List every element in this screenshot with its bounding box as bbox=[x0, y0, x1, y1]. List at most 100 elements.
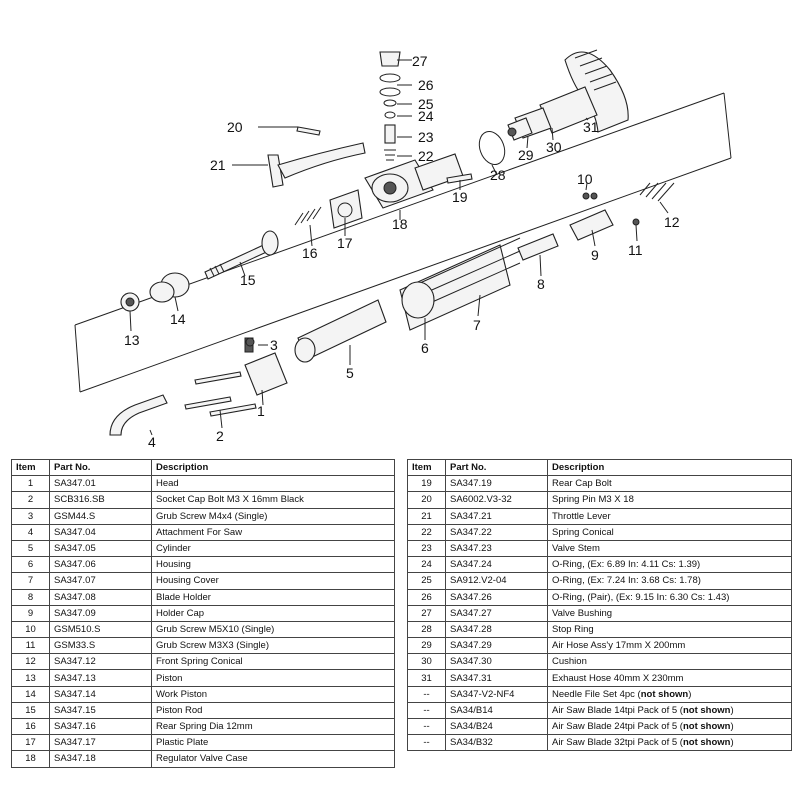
part-no-cell: SA912.V2-04 bbox=[445, 572, 548, 590]
spring-pin-part bbox=[296, 126, 321, 136]
description-cell: Rear Cap Bolt bbox=[547, 475, 792, 493]
description-cell: Valve Bushing bbox=[547, 604, 792, 622]
cylinder-part bbox=[294, 299, 387, 363]
rear-cap-bolt-part bbox=[446, 173, 473, 184]
item-cell: 3 bbox=[11, 507, 50, 525]
description-end: ) bbox=[688, 688, 692, 700]
item-cell: 18 bbox=[11, 750, 50, 768]
part-no-cell: GSM44.S bbox=[49, 507, 152, 525]
stop-ring-part bbox=[478, 131, 506, 165]
callout-8: 8 bbox=[537, 276, 545, 292]
description-cell: O-Ring, (Ex: 7.24 In: 3.68 Cs: 1.78) bbox=[547, 572, 792, 590]
grub-screw-m3-part bbox=[632, 218, 640, 226]
description-cell: Spring Pin M3 X 18 bbox=[547, 491, 792, 509]
exploded-view-diagram: 1 2 3 4 5 6 7 8 9 10 11 12 13 14 15 16 1… bbox=[74, 49, 732, 450]
part-no-cell: SA347.31 bbox=[445, 669, 548, 687]
item-cell: 17 bbox=[11, 734, 50, 752]
valve-stack-parts bbox=[379, 51, 401, 161]
header-part-no: Part No. bbox=[445, 458, 548, 477]
description-cell: Attachment For Saw bbox=[151, 523, 395, 541]
callout-3: 3 bbox=[270, 337, 278, 353]
item-cell: 6 bbox=[11, 556, 50, 574]
part-no-cell: SA347.13 bbox=[49, 669, 152, 687]
header-description: Description bbox=[547, 458, 792, 477]
part-no-cell: GSM510.S bbox=[49, 620, 152, 639]
callout-23: 23 bbox=[418, 129, 434, 145]
item-cell: 26 bbox=[407, 588, 446, 606]
socket-cap-bolt-part bbox=[184, 371, 257, 417]
not-shown-note: not shown bbox=[682, 704, 731, 716]
callout-12: 12 bbox=[664, 214, 680, 230]
callout-15: 15 bbox=[240, 272, 256, 288]
part-no-cell: SA347.08 bbox=[49, 588, 152, 606]
part-no-cell: SA347.23 bbox=[445, 539, 548, 558]
description-cell: Cylinder bbox=[151, 539, 395, 558]
part-no-cell: SA347.01 bbox=[49, 475, 152, 493]
description-cell: Exhaust Hose 40mm X 230mm bbox=[547, 669, 792, 687]
head-part bbox=[244, 337, 288, 396]
item-cell: -- bbox=[407, 685, 446, 703]
callout-21: 21 bbox=[210, 157, 226, 173]
front-spring-conical-part bbox=[639, 182, 675, 202]
callout-16: 16 bbox=[302, 245, 318, 261]
part-no-cell: SA347.06 bbox=[49, 556, 152, 574]
part-no-cell: SA347.27 bbox=[445, 604, 548, 622]
part-no-cell: SA347.17 bbox=[49, 734, 152, 752]
part-no-cell: GSM33.S bbox=[49, 637, 152, 655]
description-cell: Throttle Lever bbox=[547, 507, 792, 525]
item-cell: 4 bbox=[11, 523, 50, 541]
housing-part bbox=[401, 281, 435, 319]
callout-31: 31 bbox=[583, 119, 599, 135]
piston-part bbox=[120, 292, 140, 312]
description-cell: Cushion bbox=[547, 653, 792, 671]
item-cell: 25 bbox=[407, 572, 446, 590]
description-cell: Blade Holder bbox=[151, 588, 395, 606]
header-item: Item bbox=[11, 458, 50, 477]
item-cell: 10 bbox=[11, 620, 50, 639]
callout-10: 10 bbox=[577, 171, 593, 187]
item-cell: 19 bbox=[407, 475, 446, 493]
item-cell: 13 bbox=[11, 669, 50, 687]
callout-4: 4 bbox=[148, 434, 156, 450]
part-no-cell: SA347.22 bbox=[445, 523, 548, 541]
frame-line-left bbox=[74, 324, 81, 393]
description-cell: Spring Conical bbox=[547, 523, 792, 541]
callout-17: 17 bbox=[337, 235, 353, 251]
part-no-cell: SA347.18 bbox=[49, 750, 152, 768]
part-no-cell: SA347.15 bbox=[49, 701, 152, 720]
description-cell: Housing bbox=[151, 556, 395, 574]
item-cell: 1 bbox=[11, 475, 50, 493]
description-text: Needle File Set 4pc ( bbox=[552, 688, 641, 700]
description-cell: Plastic Plate bbox=[151, 734, 395, 752]
callout-11: 11 bbox=[628, 242, 643, 258]
description-end: ) bbox=[730, 737, 734, 749]
part-no-cell: SA34/B24 bbox=[445, 717, 548, 736]
description-cell: Grub Screw M3X3 (Single) bbox=[151, 637, 395, 655]
callout-25: 25 bbox=[418, 96, 434, 112]
part-no-cell: SA347.16 bbox=[49, 717, 152, 736]
part-no-cell: SA347.21 bbox=[445, 507, 548, 525]
part-no-cell: SA347.19 bbox=[445, 475, 548, 493]
part-no-cell: SA347.05 bbox=[49, 539, 152, 558]
description-cell: Needle File Set 4pc (not shown) bbox=[547, 685, 792, 703]
description-cell: Piston bbox=[151, 669, 395, 687]
part-no-cell: SA34/B14 bbox=[445, 701, 548, 720]
part-no-cell: SA347-V2-NF4 bbox=[445, 685, 548, 703]
